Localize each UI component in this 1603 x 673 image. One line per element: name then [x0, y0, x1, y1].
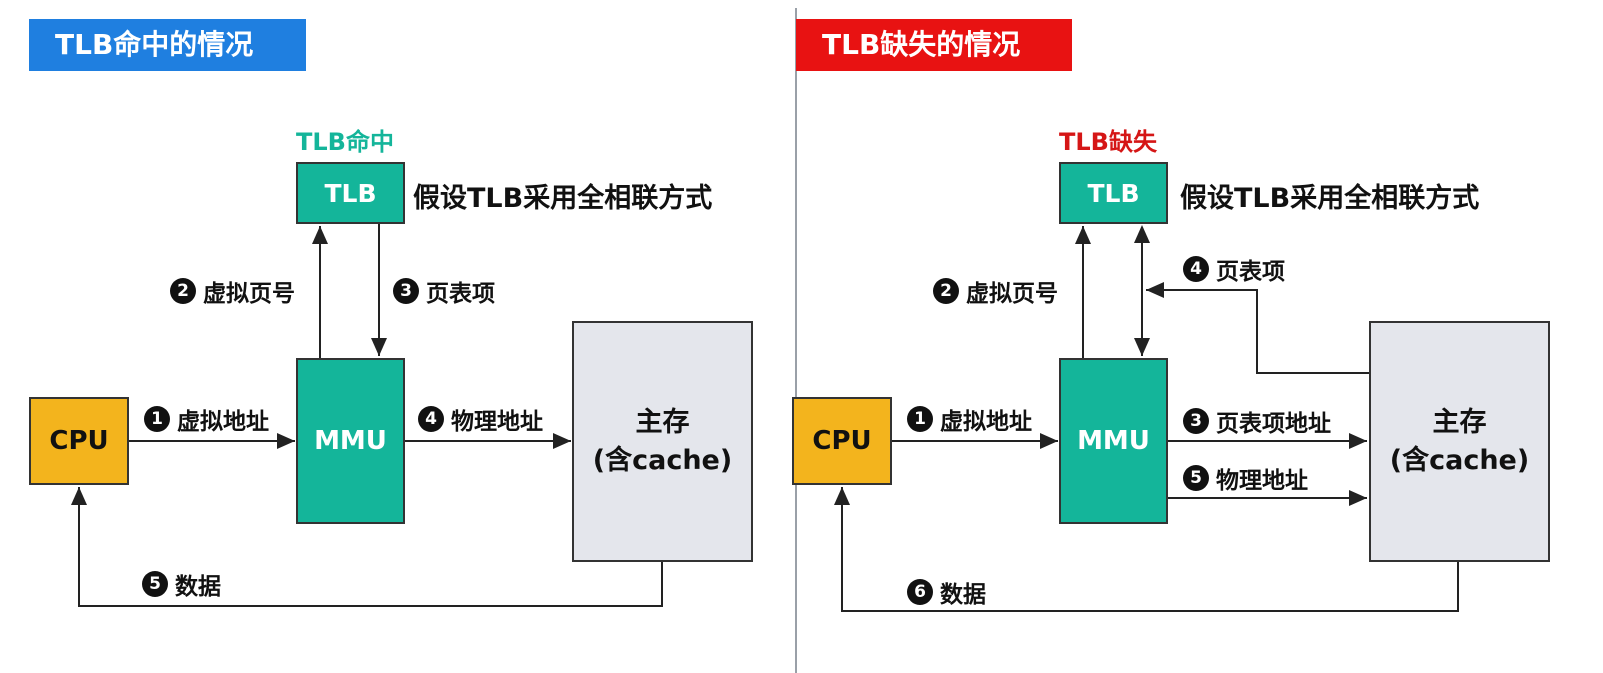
step-page-table-entry: 4 页表项 — [1183, 252, 1285, 286]
step-number-badge: 4 — [1183, 256, 1209, 282]
main-memory-label: 主存 — [635, 406, 690, 438]
cpu-box: CPU — [792, 397, 892, 485]
step-label: 页表项 — [426, 281, 495, 307]
main-memory-cache-label: (含cache) — [592, 444, 733, 476]
hit-arrows — [71, 224, 663, 607]
mmu-box: MMU — [1059, 358, 1168, 524]
step-virtual-page-number: 2 虚拟页号 — [170, 274, 295, 308]
step-number-badge: 4 — [418, 406, 444, 432]
panel-divider — [795, 8, 797, 673]
step-label: 虚拟地址 — [940, 409, 1032, 435]
step-number-badge: 2 — [170, 278, 196, 304]
step-page-table-entry-address: 3 页表项地址 — [1183, 404, 1331, 438]
step-label: 物理地址 — [1216, 468, 1308, 494]
step-label: 页表项地址 — [1216, 411, 1331, 437]
miss-status: TLB缺失 — [1059, 128, 1157, 156]
step-number-badge: 1 — [144, 406, 170, 432]
step-number-badge: 3 — [393, 278, 419, 304]
step-physical-address: 5 物理地址 — [1183, 461, 1308, 495]
arrow-memory-pte-return — [1146, 282, 1369, 374]
miss-title: TLB缺失的情况 — [796, 19, 1072, 71]
step-label: 虚拟页号 — [203, 281, 295, 307]
hit-status: TLB命中 — [296, 128, 394, 156]
arrow-memory-to-cpu — [71, 487, 663, 607]
tlb-box: TLB — [1059, 162, 1168, 224]
step-page-table-entry: 3 页表项 — [393, 274, 495, 308]
step-physical-address: 4 物理地址 — [418, 402, 543, 436]
miss-arrows — [834, 225, 1459, 612]
step-virtual-page-number: 2 虚拟页号 — [933, 274, 1058, 308]
main-memory-box: 主存 (含cache) — [572, 321, 753, 562]
step-label: 数据 — [940, 582, 986, 608]
step-data: 5 数据 — [142, 567, 221, 601]
step-number-badge: 6 — [907, 579, 933, 605]
main-memory-label: 主存 — [1432, 406, 1487, 438]
tlb-hit-panel: TLB命中的情况 TLB命中 TLB 假设TLB采用全相联方式 CPU MMU … — [0, 0, 790, 673]
tlb-assumption-note: 假设TLB采用全相联方式 — [1180, 183, 1480, 214]
arrow-memory-to-cpu — [834, 487, 1459, 612]
hit-title: TLB命中的情况 — [29, 19, 306, 71]
step-label: 页表项 — [1216, 259, 1285, 285]
step-number-badge: 5 — [142, 571, 168, 597]
step-label: 虚拟地址 — [177, 409, 269, 435]
mmu-box: MMU — [296, 358, 405, 524]
step-number-badge: 2 — [933, 278, 959, 304]
step-label: 虚拟页号 — [966, 281, 1058, 307]
cpu-box: CPU — [29, 397, 129, 485]
tlb-assumption-note: 假设TLB采用全相联方式 — [413, 183, 713, 214]
step-number-badge: 1 — [907, 406, 933, 432]
step-virtual-address: 1 虚拟地址 — [144, 402, 269, 436]
tlb-box: TLB — [296, 162, 405, 224]
step-label: 物理地址 — [451, 409, 543, 435]
step-number-badge: 5 — [1183, 465, 1209, 491]
step-data: 6 数据 — [907, 575, 986, 609]
tlb-miss-panel: TLB缺失的情况 TLB缺失 TLB 假设TLB采用全相联方式 CPU MMU … — [792, 0, 1586, 673]
main-memory-cache-label: (含cache) — [1389, 444, 1530, 476]
step-number-badge: 3 — [1183, 408, 1209, 434]
main-memory-box: 主存 (含cache) — [1369, 321, 1550, 562]
step-label: 数据 — [175, 574, 221, 600]
step-virtual-address: 1 虚拟地址 — [907, 402, 1032, 436]
